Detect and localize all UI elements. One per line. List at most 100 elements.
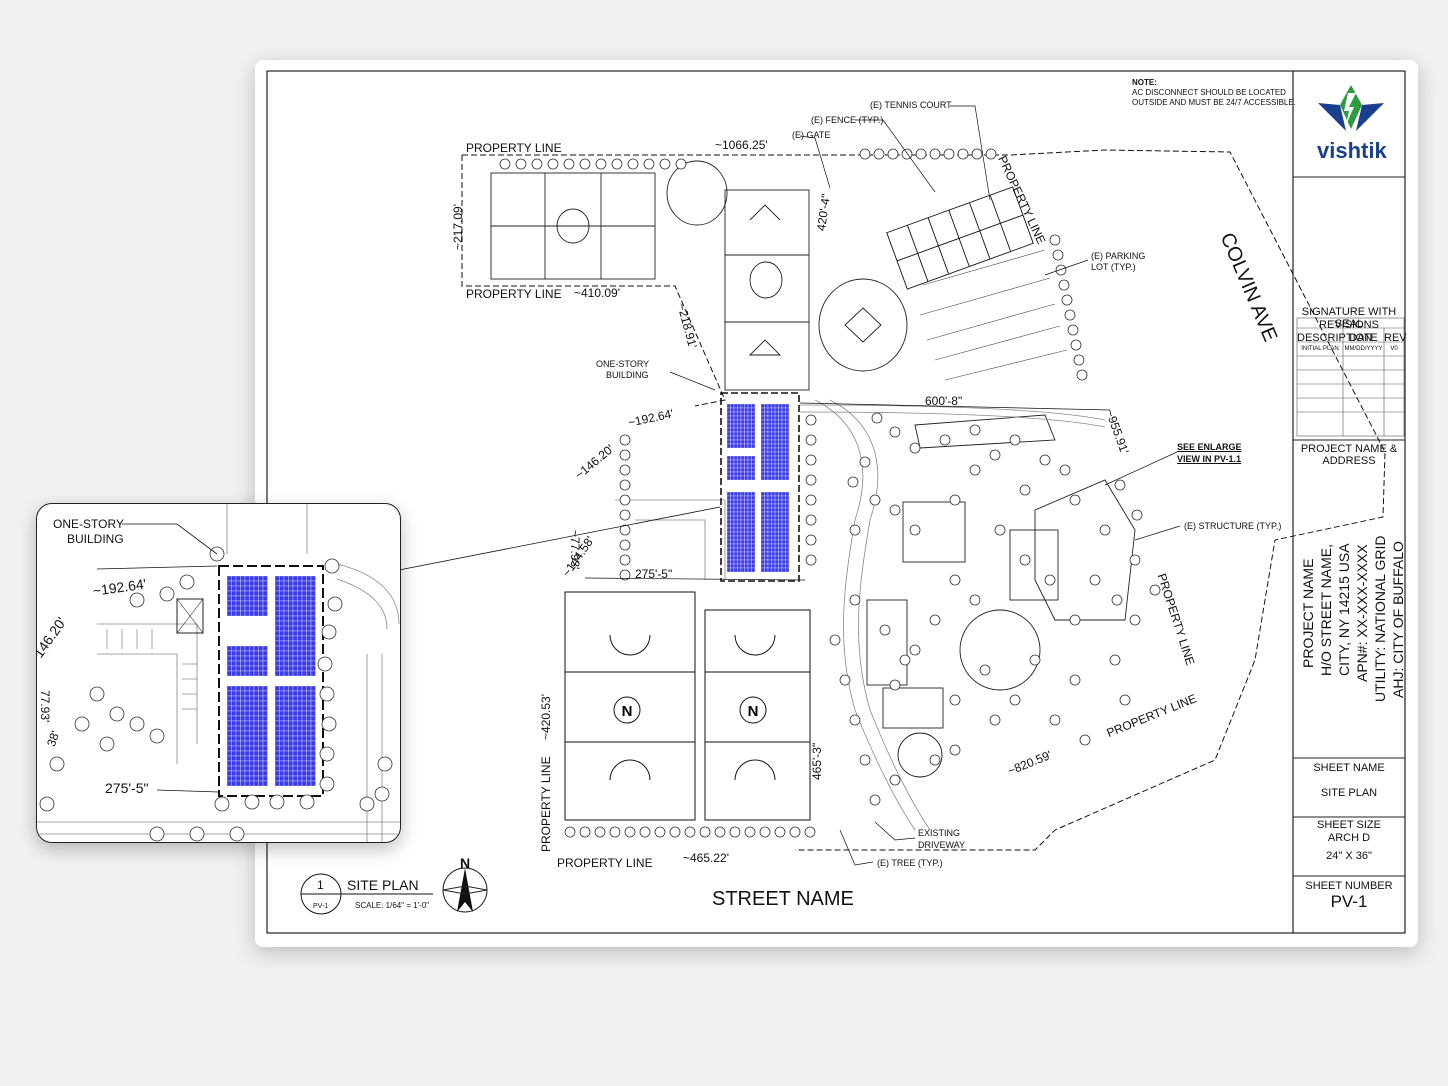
solar-panel xyxy=(292,605,298,612)
solar-panel xyxy=(764,403,769,409)
solar-panel xyxy=(249,590,255,597)
solar-panel xyxy=(726,491,731,497)
solar-panel xyxy=(235,685,241,692)
solar-panel xyxy=(253,595,259,602)
solar-panel xyxy=(740,495,745,501)
solar-panel xyxy=(740,539,745,545)
tree-icon xyxy=(244,794,260,810)
solar-panel xyxy=(258,755,264,762)
solar-panel xyxy=(297,610,303,617)
solar-panel xyxy=(301,740,307,747)
solar-panel xyxy=(785,407,790,413)
solar-panel xyxy=(760,515,765,521)
solar-panel xyxy=(292,635,298,642)
solar-panel xyxy=(274,770,280,777)
solar-panel xyxy=(733,519,738,525)
solar-panel xyxy=(767,511,772,517)
solar-panel xyxy=(771,547,776,553)
solar-panel xyxy=(737,511,742,517)
solar-panel xyxy=(240,655,246,662)
solar-panel xyxy=(283,585,289,592)
solar-panel xyxy=(747,459,752,465)
solar-panel xyxy=(733,511,738,517)
solar-panel xyxy=(726,439,731,445)
solar-panel xyxy=(771,415,776,421)
solar-panel xyxy=(258,735,264,742)
solar-panel xyxy=(751,415,756,421)
tree-icon xyxy=(515,158,527,170)
solar-panel xyxy=(231,715,237,722)
tree-icon xyxy=(829,634,841,646)
solar-panel xyxy=(764,543,769,549)
solar-panel xyxy=(771,467,776,473)
solar-panel xyxy=(744,495,749,501)
solar-panel xyxy=(283,765,289,772)
project-address-label: PROJECT NAME & ADDRESS xyxy=(1300,443,1398,467)
tree-icon xyxy=(563,158,575,170)
solar-panel xyxy=(740,463,745,469)
solar-panel xyxy=(262,670,268,677)
solar-panel xyxy=(235,765,241,772)
solar-panel xyxy=(288,705,294,712)
solar-panel xyxy=(283,780,289,787)
solar-panel xyxy=(785,427,790,433)
solar-panel xyxy=(292,595,298,602)
solar-panel xyxy=(231,600,237,607)
solar-panel xyxy=(288,595,294,602)
solar-panel xyxy=(279,635,285,642)
solar-panel xyxy=(744,463,749,469)
solar-panel xyxy=(240,750,246,757)
solar-panel xyxy=(785,471,790,477)
solar-panel xyxy=(778,527,783,533)
tree-icon xyxy=(847,476,859,488)
solar-panel xyxy=(730,463,735,469)
solar-panel xyxy=(283,740,289,747)
solar-panel xyxy=(279,615,285,622)
solar-panel xyxy=(231,765,237,772)
solar-panel xyxy=(751,419,756,425)
solar-panel xyxy=(310,760,316,767)
solar-panel xyxy=(726,555,731,561)
dimension-label: ~217.09' xyxy=(451,203,465,250)
solar-panel xyxy=(306,745,312,752)
tree-icon xyxy=(564,826,576,838)
tree-icon xyxy=(899,654,911,666)
solar-panel xyxy=(292,710,298,717)
tree-icon xyxy=(1029,654,1041,666)
solar-panel xyxy=(733,475,738,481)
solar-panel xyxy=(235,735,241,742)
solar-panel xyxy=(751,463,756,469)
solar-panel xyxy=(301,605,307,612)
solar-panel xyxy=(231,690,237,697)
solar-panel xyxy=(774,471,779,477)
solar-panel xyxy=(733,555,738,561)
solar-panel xyxy=(240,775,246,782)
tree-icon xyxy=(377,756,393,772)
solar-panel xyxy=(737,491,742,497)
solar-panel xyxy=(249,770,255,777)
solar-panel xyxy=(262,710,268,717)
solar-panel xyxy=(306,615,312,622)
parking-lots xyxy=(919,249,1068,381)
tree-icon xyxy=(669,826,681,838)
solar-panel xyxy=(781,459,786,465)
solar-panel xyxy=(297,725,303,732)
solar-panel xyxy=(726,535,731,541)
solar-panel xyxy=(781,475,786,481)
sheet-name-value: SITE PLAN xyxy=(1320,787,1378,799)
solar-panel xyxy=(778,551,783,557)
solar-panel xyxy=(726,463,731,469)
solar-panel xyxy=(733,455,738,461)
solar-panel xyxy=(310,705,316,712)
solar-panel xyxy=(279,705,285,712)
solar-panel xyxy=(726,515,731,521)
tree-icon xyxy=(969,424,981,436)
solar-panel xyxy=(726,563,731,569)
solar-panel xyxy=(726,475,731,481)
solar-panel xyxy=(785,567,790,573)
solar-panel xyxy=(258,600,264,607)
solar-panel xyxy=(771,531,776,537)
solar-panel xyxy=(244,755,250,762)
solar-panel xyxy=(747,563,752,569)
solar-panel xyxy=(774,423,779,429)
